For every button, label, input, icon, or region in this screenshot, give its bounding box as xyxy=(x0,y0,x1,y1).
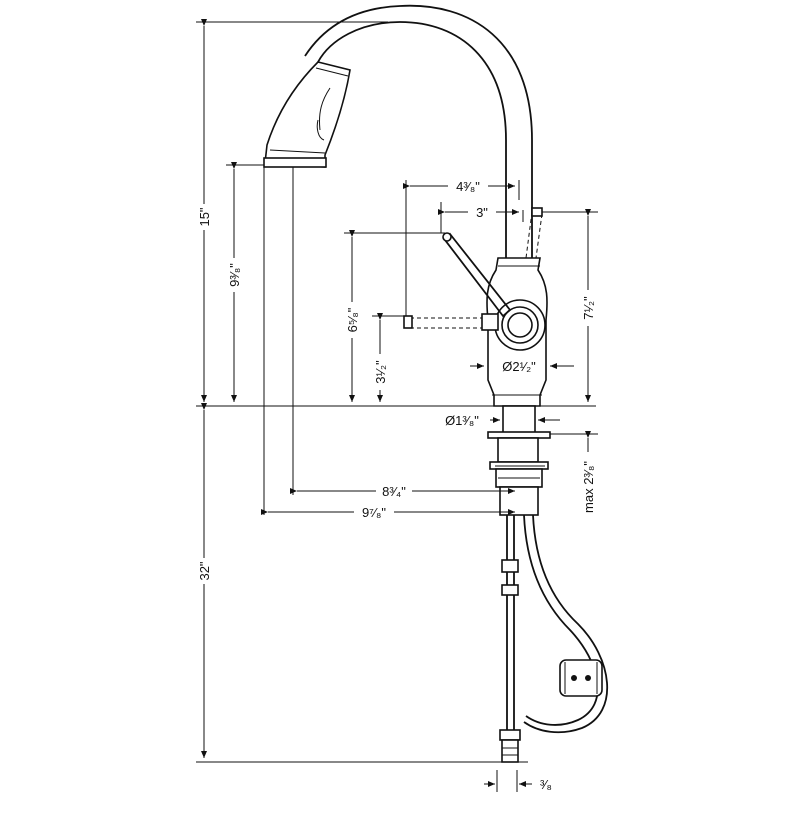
dim-spout-reach-outer: 9⁷⁄₈" xyxy=(362,505,386,520)
dim-handle-lower-height: 3¹⁄₂" xyxy=(373,360,388,384)
dim-max-deck-thickness: max 2³⁄₈" xyxy=(581,461,596,513)
dim-handle-height: 6⁵⁄₈" xyxy=(345,307,360,332)
dim-handle-reach: 4³⁄₈" xyxy=(456,179,480,194)
faucet-body xyxy=(486,257,548,407)
dim-spout-reach-inner: 8³⁄₄" xyxy=(382,484,406,499)
supply-hose xyxy=(499,515,521,763)
dim-body-diameter: Ø2¹⁄₂" xyxy=(502,359,536,374)
dim-spray-head-height: 9³⁄₈" xyxy=(227,263,242,287)
pull-out-hose-loop xyxy=(523,514,608,734)
dim-supply-connection: ³⁄₈ xyxy=(540,777,552,792)
dim-body-height: 7¹⁄₂" xyxy=(581,296,596,320)
lever-handle xyxy=(442,232,512,318)
dim-shank-diameter: Ø1³⁄₈" xyxy=(445,413,479,428)
spray-head xyxy=(263,61,351,168)
dim-handle-reach-short: 3" xyxy=(476,205,488,220)
dim-height-above-deck: 15" xyxy=(197,207,212,226)
lever-handle-alt xyxy=(403,313,499,331)
dim-below-deck-length: 32" xyxy=(197,561,212,580)
faucet-spout xyxy=(304,4,533,258)
spout-swivel-dashed xyxy=(525,207,543,259)
dimension-labels: 15" 32" 9³⁄₈" 6⁵⁄₈" 3¹⁄₂" 7¹⁄₂" max 2³⁄₈… xyxy=(196,178,596,792)
shank-assembly xyxy=(487,405,551,516)
extension-lines xyxy=(196,21,598,792)
